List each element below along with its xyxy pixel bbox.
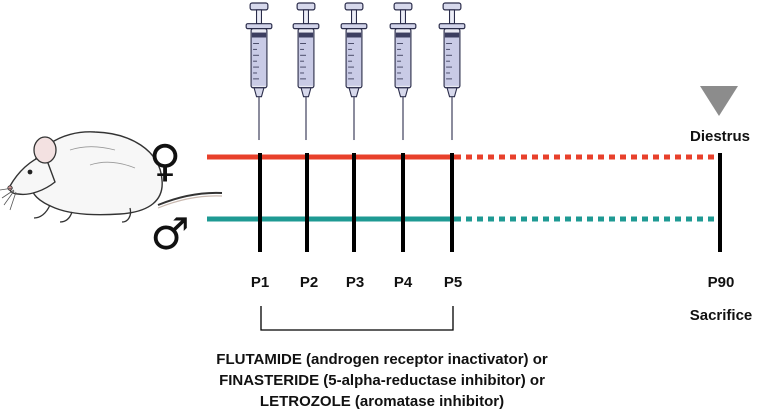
injection-days: P1 P2 P3 P4 P5 bbox=[251, 153, 462, 291]
treatment-line-3: LETROZOLE (aromatase inhibitor) bbox=[260, 393, 504, 410]
treatment-line-1: FLUTAMIDE (androgen receptor inactivator… bbox=[216, 351, 548, 368]
rat-illustration bbox=[0, 131, 223, 223]
syringe-icons bbox=[245, 2, 466, 141]
endpoint-day-label: P90 bbox=[708, 274, 735, 291]
diestrus-label: Diestrus bbox=[690, 128, 750, 145]
syringe-icon bbox=[340, 2, 368, 141]
day-label: P2 bbox=[300, 274, 318, 291]
day-label: P1 bbox=[251, 274, 269, 291]
female-symbol: ♀ bbox=[149, 136, 181, 187]
male-symbol: ♂ bbox=[150, 209, 189, 260]
treatment-line-2: FINASTERIDE (5-alpha-reductase inhibitor… bbox=[219, 372, 545, 389]
syringe-icon bbox=[292, 2, 320, 141]
syringe-icon bbox=[438, 2, 466, 141]
day-label: P5 bbox=[444, 274, 462, 291]
treatment-bracket bbox=[260, 306, 454, 331]
syringe-icon bbox=[389, 2, 417, 141]
day-label: P4 bbox=[394, 274, 413, 291]
sacrifice-label: Sacrifice bbox=[690, 307, 753, 324]
syringe-icon bbox=[245, 2, 273, 141]
day-label: P3 bbox=[346, 274, 364, 291]
triangle-down-icon bbox=[700, 86, 738, 116]
